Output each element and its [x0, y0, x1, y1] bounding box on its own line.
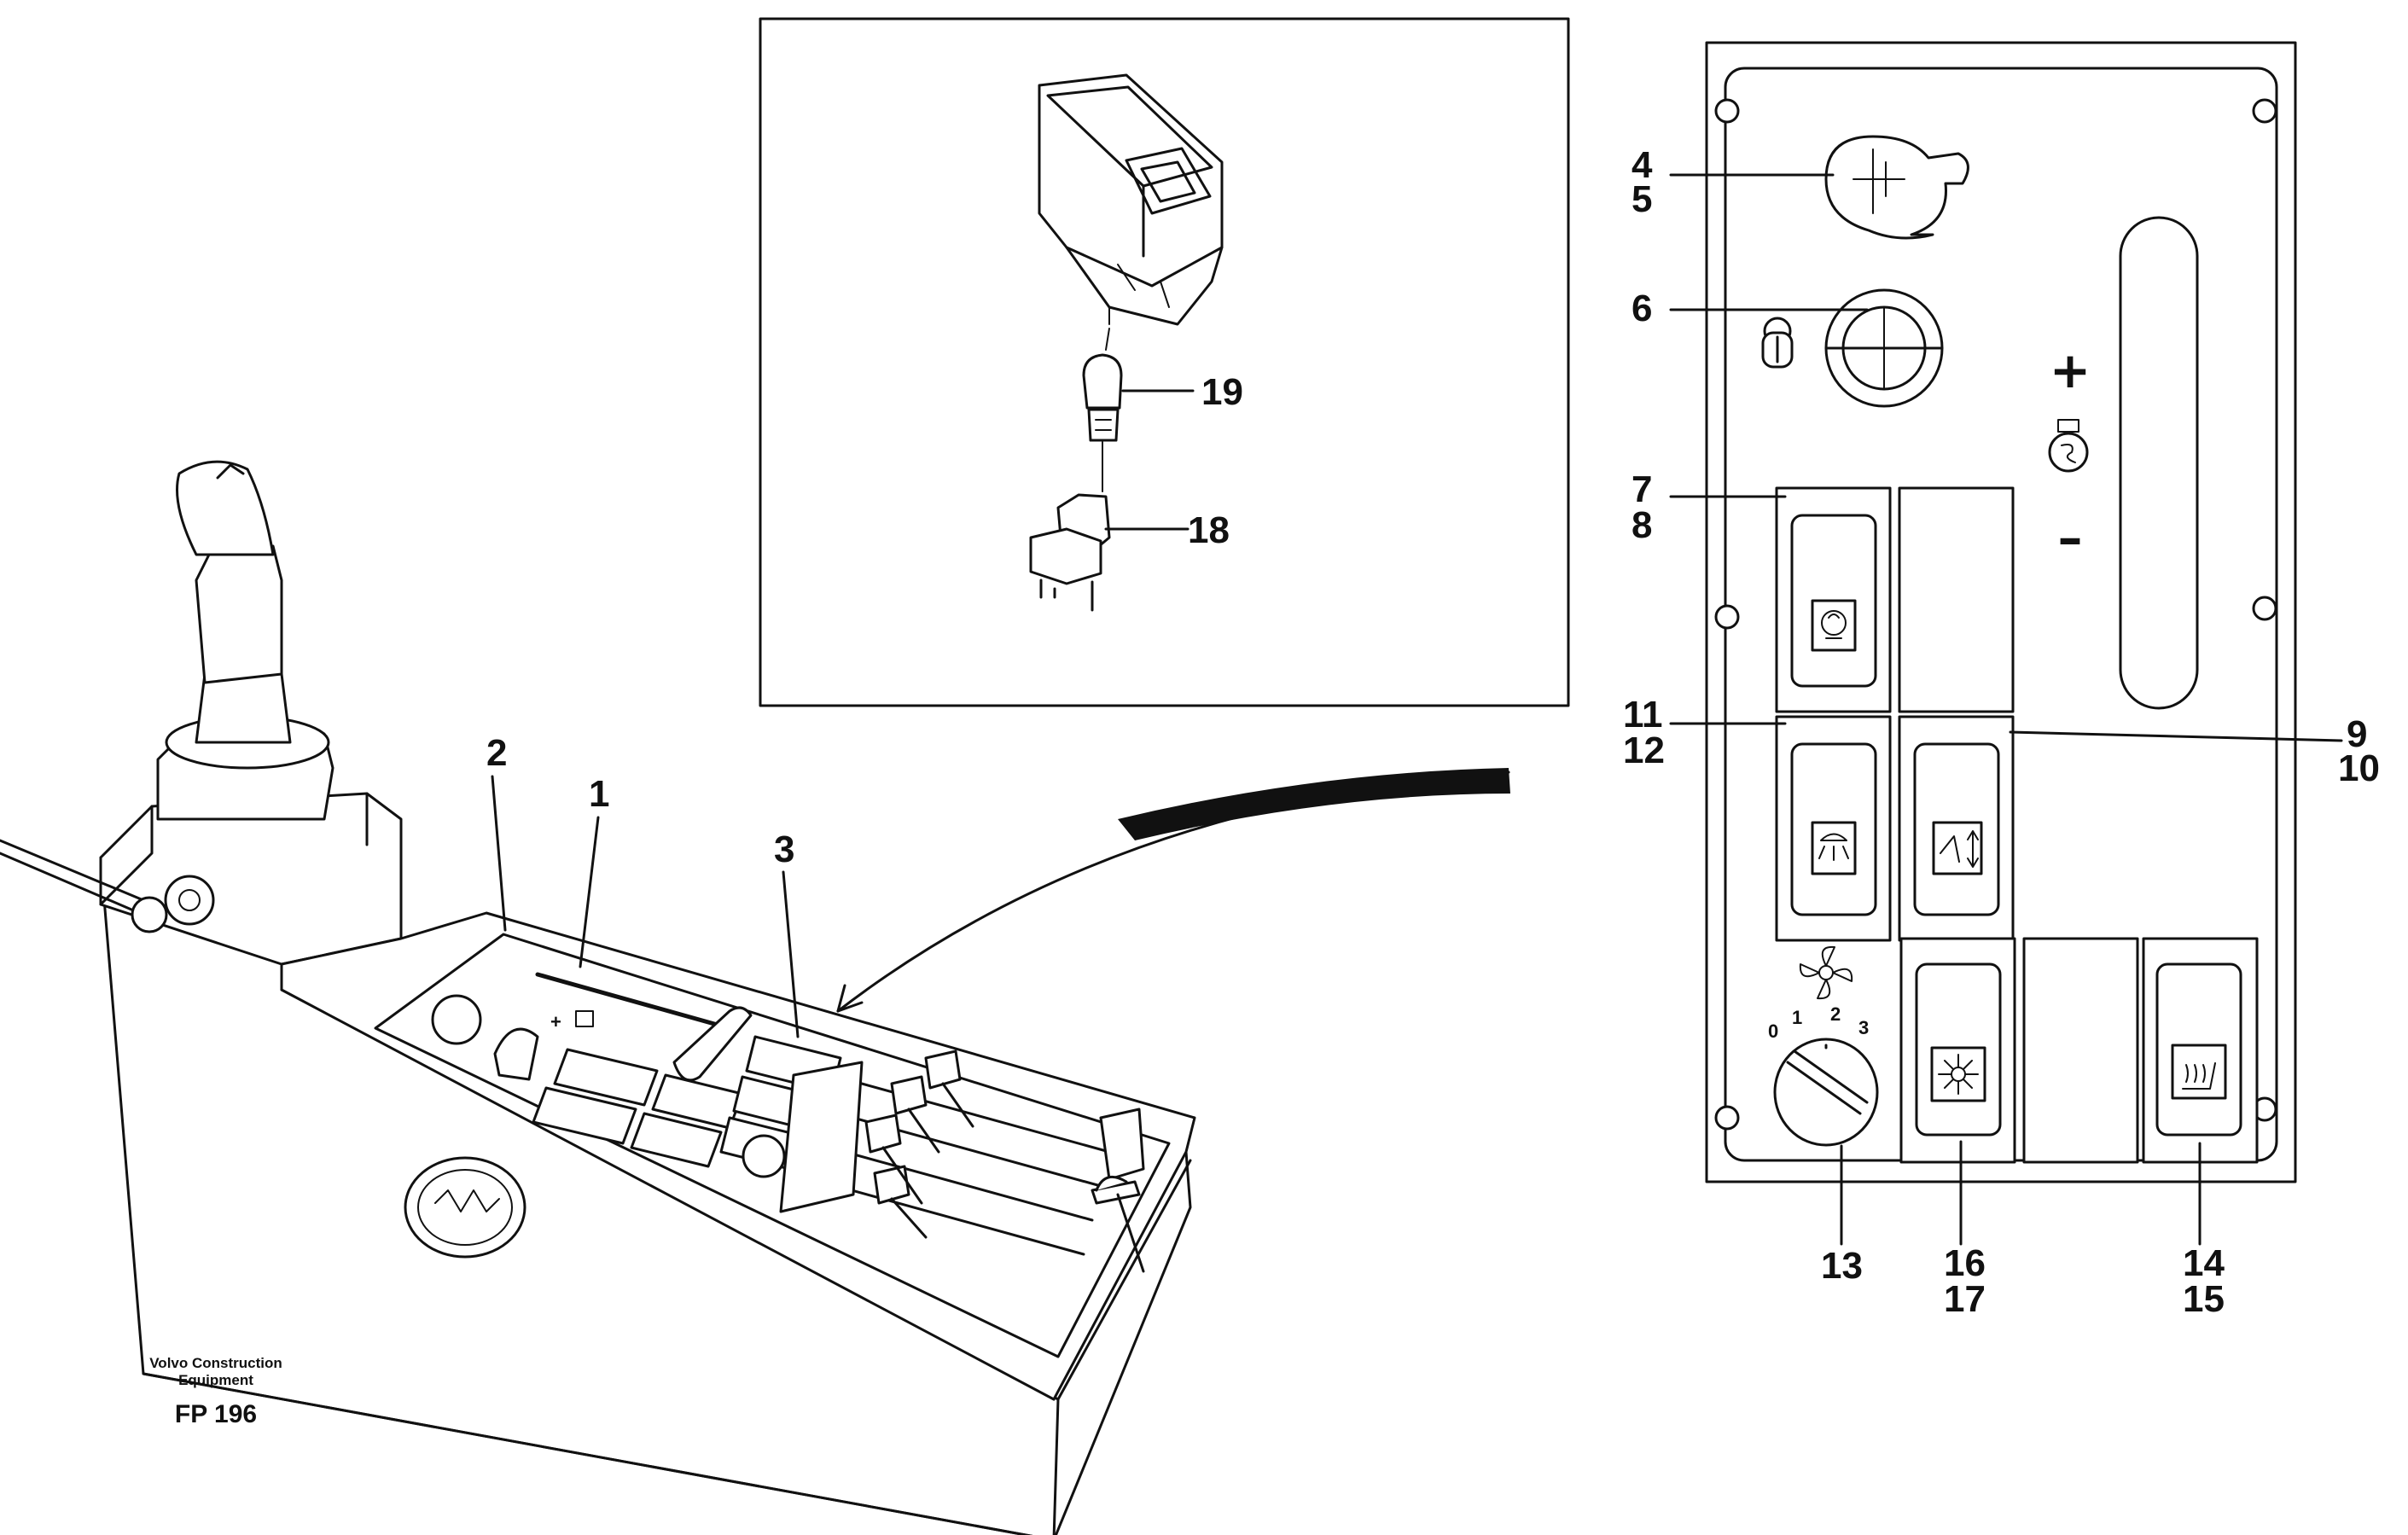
leader-3 [782, 870, 800, 1038]
control-console: + 2 [0, 460, 1196, 1535]
temperature-slider-track[interactable] [2119, 216, 2199, 710]
inset-bulb-detail: 19 18 [759, 17, 1570, 707]
volvo-emblem-icon [404, 1156, 526, 1259]
fan-icon [1799, 945, 1853, 1000]
callout-4: 4 [1632, 144, 1653, 186]
cigarette-lighter [1824, 135, 1969, 240]
deck-knobs: + [431, 994, 594, 1081]
switch-panel: 4 5 6 + – [1623, 41, 2380, 1320]
fan-tick-1: 1 [1792, 1007, 1802, 1028]
ignition-key-icon [1761, 317, 1794, 369]
work-light-icon [1818, 833, 1849, 861]
armrest-lever-icon [0, 839, 215, 933]
leader-2 [491, 775, 507, 932]
minus-symbol: – [2058, 509, 2083, 567]
brand-block: Volvo Construction Equipment FP 196 [149, 1355, 282, 1428]
side-handle-icon [1091, 1108, 1145, 1273]
callout-13: 13 [1821, 1245, 1863, 1287]
plus-symbol: + [2050, 341, 2091, 399]
callout-19: 19 [1201, 371, 1243, 413]
seat-heating-icon [2182, 1062, 2216, 1090]
callout-15: 15 [2183, 1278, 2225, 1320]
brand-line2: Equipment [178, 1372, 253, 1388]
callout-11: 11 [1623, 694, 1663, 736]
fan-tick-3: 3 [1858, 1017, 1869, 1038]
rotating-beacon-icon [1821, 610, 1847, 639]
pointer-arrow [836, 768, 1510, 1013]
callout-10: 10 [2338, 747, 2380, 789]
rocker-switch-icon [1038, 73, 1224, 326]
auxiliary-levers [779, 1049, 1111, 1256]
inset-frame [759, 17, 1570, 707]
callout-5: 5 [1632, 178, 1652, 220]
blank-slot-2 [2022, 937, 2139, 1164]
fan-tick-0: 0 [1768, 1020, 1778, 1042]
callout-14: 14 [2183, 1242, 2225, 1284]
callout-7: 7 [1632, 468, 1652, 510]
fan-speed-dial[interactable]: 0 1 2 3 [1768, 945, 1879, 1147]
callout-16: 16 [1944, 1242, 1986, 1284]
joystick-icon [156, 460, 334, 821]
callout-2: 2 [486, 732, 507, 774]
diagram-code: FP 196 [175, 1400, 257, 1428]
callout-6: 6 [1632, 288, 1652, 329]
panel-frame [1705, 41, 2297, 1183]
throttle-slider [535, 972, 753, 1082]
brand-line1: Volvo Construction [149, 1355, 282, 1371]
leader-9 [2009, 730, 2343, 742]
callout-3: 3 [774, 829, 794, 870]
ignition-switch [1761, 288, 1944, 408]
bulb-icon [1082, 328, 1123, 442]
callout-18: 18 [1188, 509, 1230, 551]
air-conditioning-icon [1938, 1054, 1979, 1095]
bulb-socket-icon [1029, 441, 1111, 612]
heater-icon [2048, 419, 2089, 473]
leader-1 [579, 816, 600, 968]
callout-9: 9 [2347, 713, 2367, 755]
windshield-wiper-icon [1940, 830, 1979, 868]
callout-17: 17 [1944, 1278, 1986, 1320]
callout-8: 8 [1632, 504, 1652, 546]
callout-12: 12 [1623, 730, 1665, 771]
svg-text:+: + [550, 1011, 561, 1032]
blank-slot-1 [1898, 486, 2015, 713]
callout-1: 1 [589, 773, 609, 815]
fan-tick-2: 2 [1830, 1003, 1841, 1025]
